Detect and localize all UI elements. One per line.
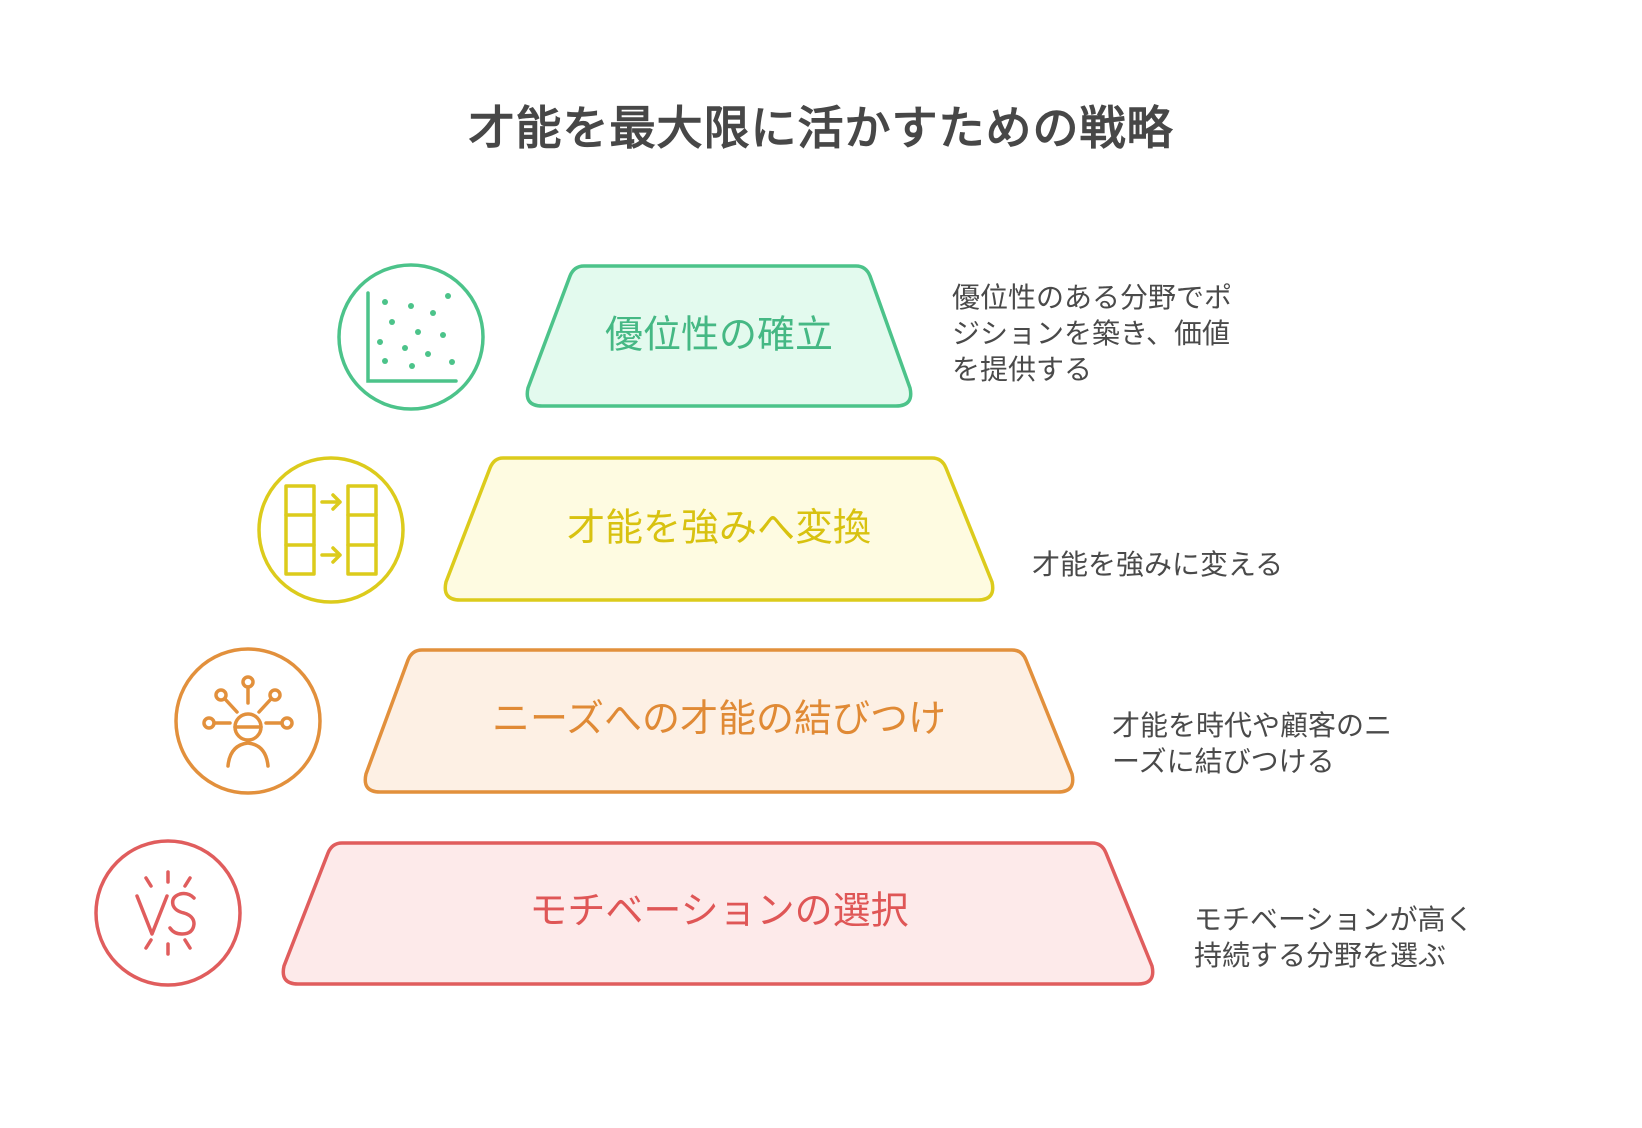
- tier-motivation-description: モチベーションが高く 持続する分野を選ぶ: [1194, 903, 1474, 972]
- tier-advantage-label: 優位性の確立: [605, 313, 833, 357]
- transform-arrows-icon: [257, 456, 405, 604]
- tier-strength-shape: [443, 456, 995, 602]
- tier-strength-label: 才能を強みへ変換: [567, 506, 871, 550]
- tier-motivation-shape: [281, 841, 1155, 986]
- person-network-icon: [174, 647, 322, 795]
- tier-motivation: モチベーションの選択: [94, 839, 1155, 987]
- tier-advantage: 優位性の確立: [337, 263, 913, 411]
- tier-needs-description: 才能を時代や顧客のニ ーズに結びつける: [1112, 709, 1393, 778]
- tier-needs-shape: [363, 648, 1075, 794]
- tier-advantage-description: 優位性のある分野でポ ジションを築き、価値 を提供する: [952, 281, 1233, 386]
- tier-strength: 才能を強みへ変換: [257, 456, 995, 604]
- diagram-title: 才能を最大限に活かすための戦略: [468, 101, 1174, 155]
- tier-needs: ニーズへの才能の結びつけ: [174, 647, 1075, 795]
- tier-advantage-shape: [525, 264, 913, 408]
- scatter-plot-icon: [337, 263, 485, 411]
- versus-icon: [94, 839, 242, 987]
- tier-motivation-label: モチベーションの選択: [529, 889, 908, 933]
- tier-strength-description: 才能を強みに変える: [1032, 548, 1284, 581]
- tier-needs-label: ニーズへの才能の結びつけ: [492, 697, 946, 741]
